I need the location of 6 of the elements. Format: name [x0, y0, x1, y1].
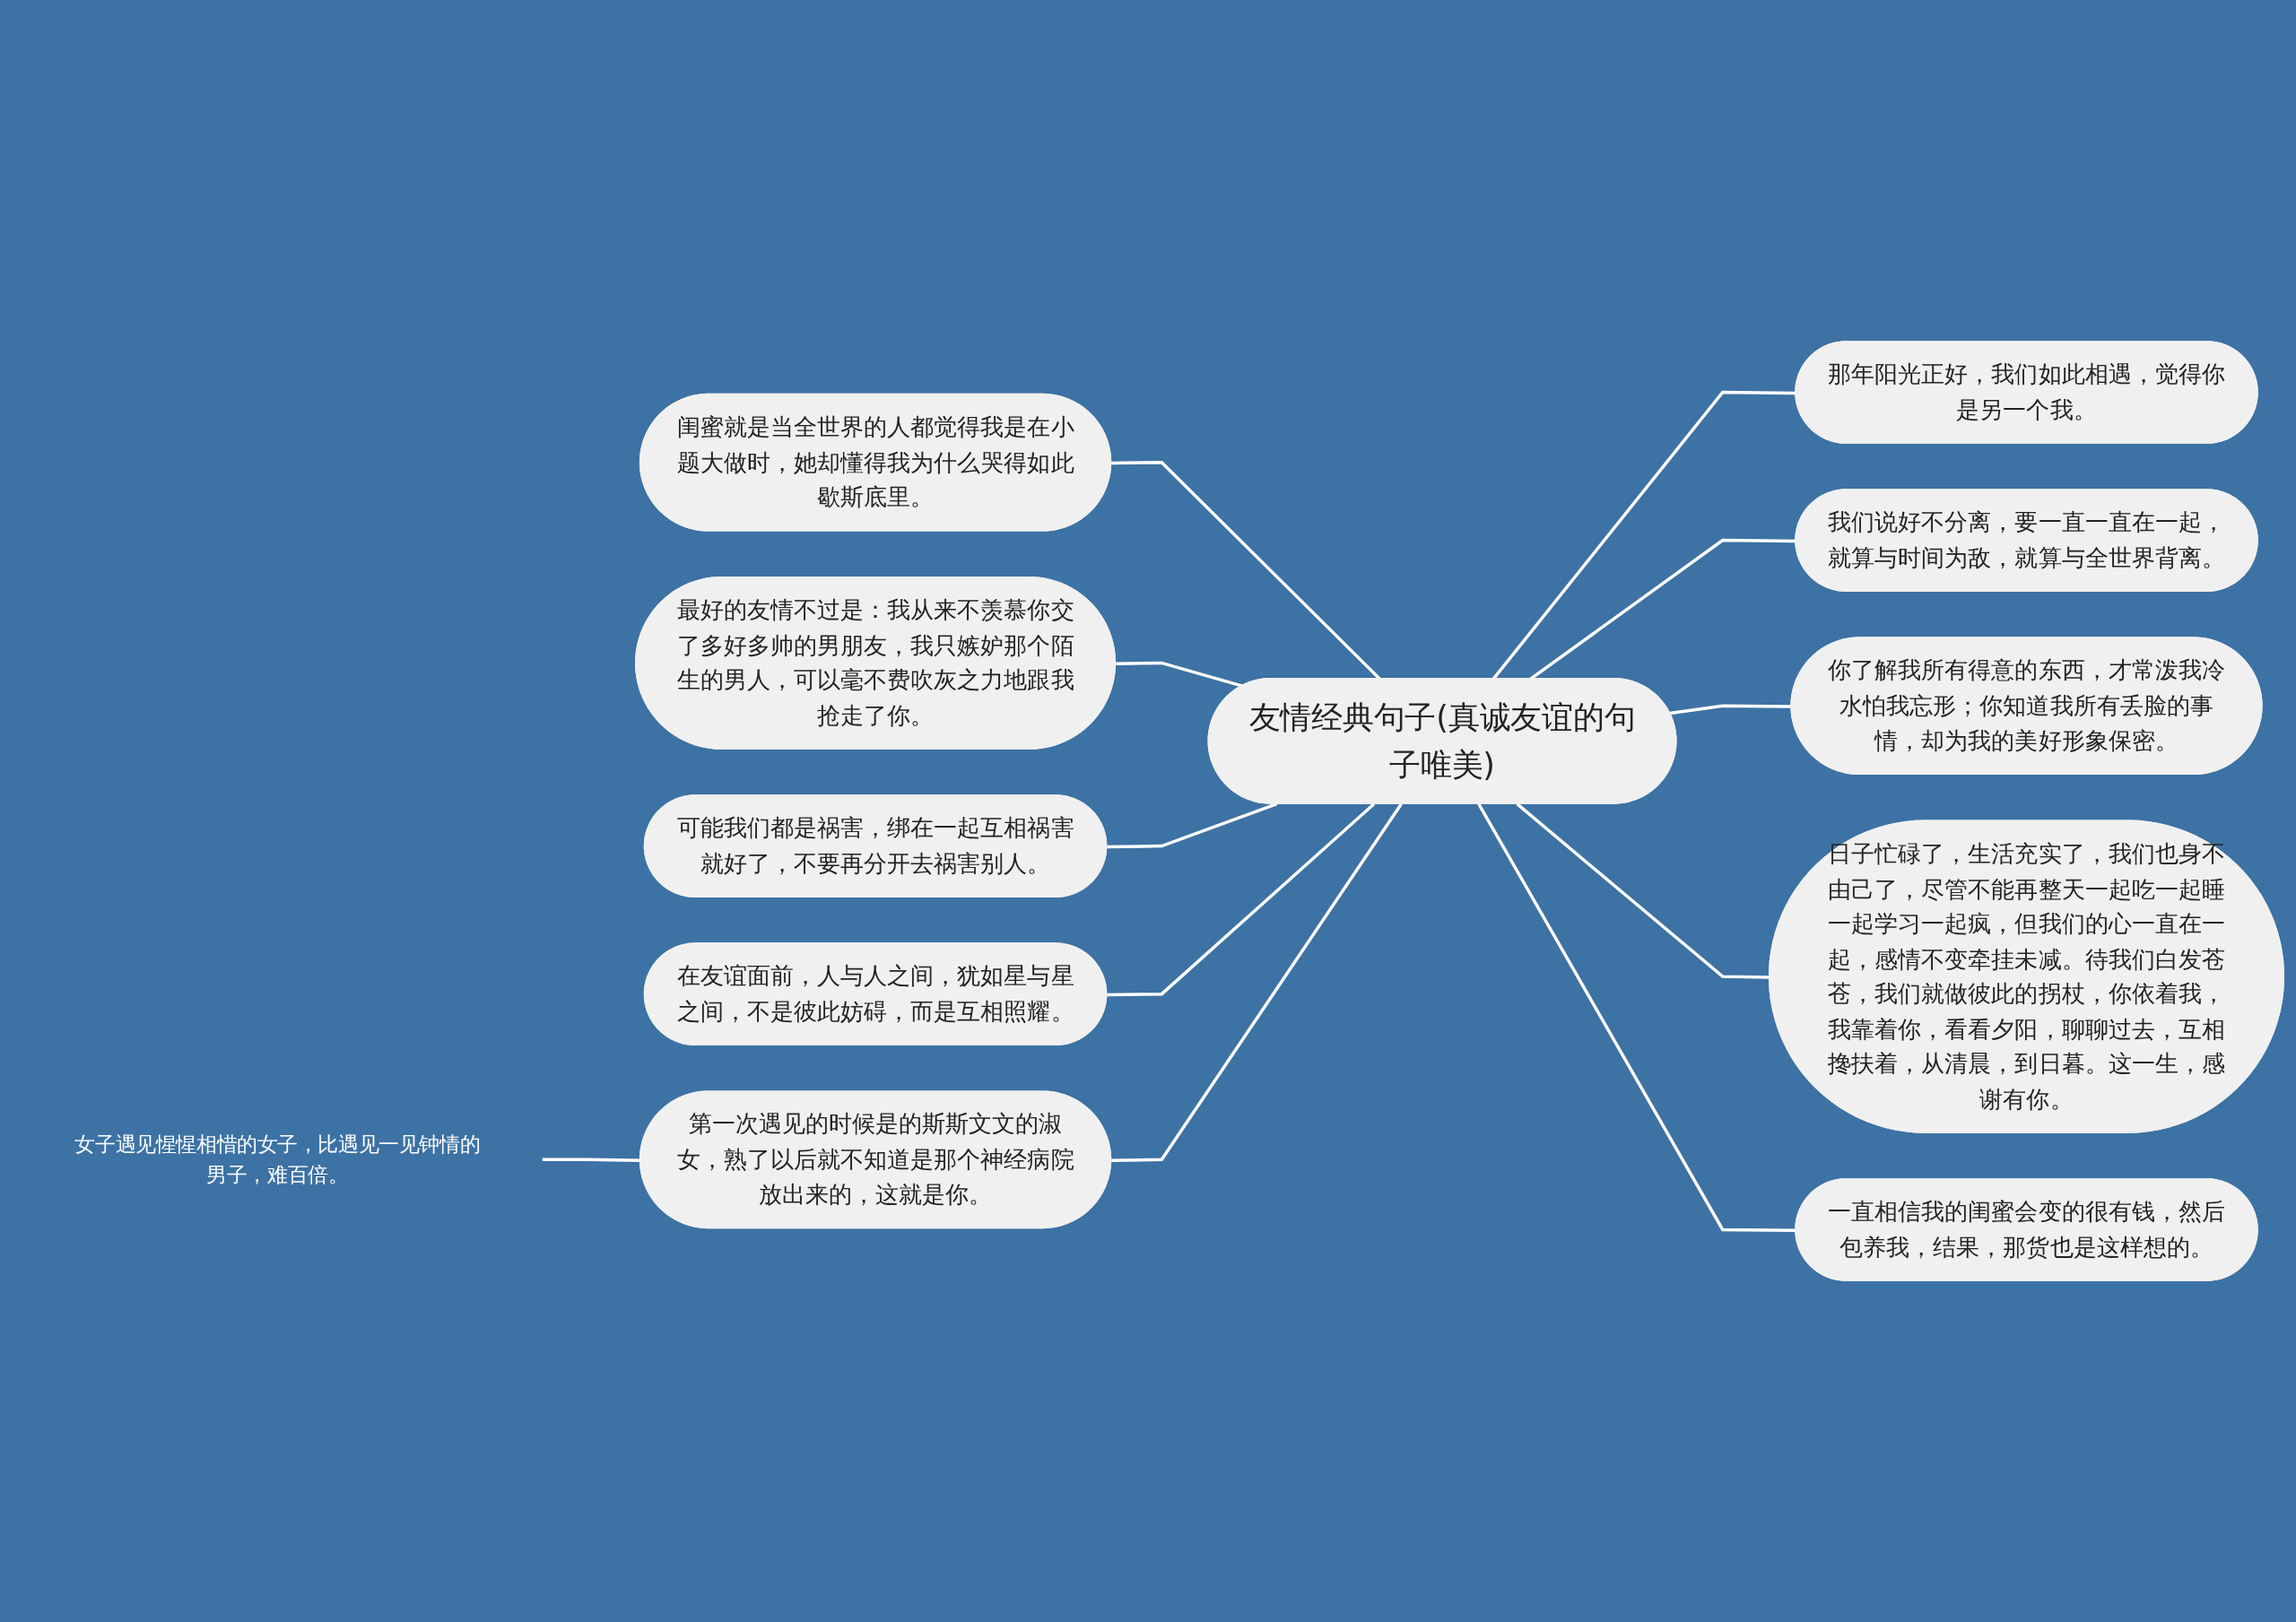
connector: [1107, 802, 1278, 849]
node-text: 女子遇见惺惺相惜的女子，比遇见一见钟情的男子，难百倍。: [74, 1132, 481, 1186]
connector: [1111, 802, 1403, 1162]
connector: [1107, 802, 1376, 997]
connector: [1116, 661, 1244, 688]
connector: [1477, 802, 1796, 1233]
